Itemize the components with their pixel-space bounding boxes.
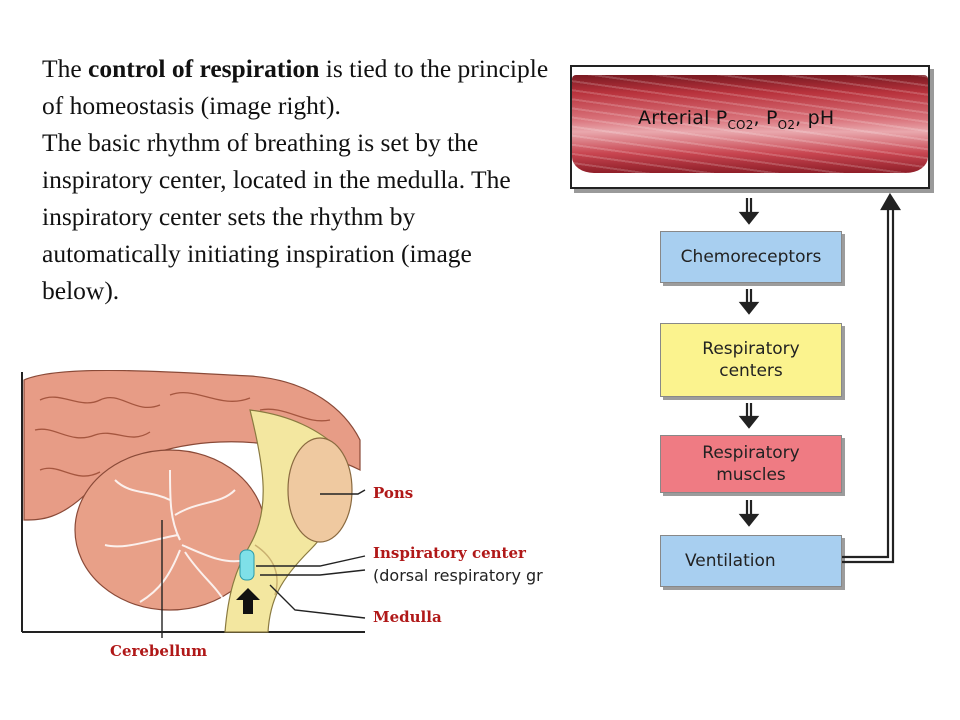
- down-arrow-icon: [738, 198, 760, 225]
- down-arrow-icon: [738, 289, 760, 315]
- intro-paragraph-1: The control of respiration is tied to th…: [42, 50, 552, 124]
- intro-suffix: is tied to the principle of homeostasis …: [42, 54, 549, 120]
- medulla-label: Medulla: [373, 608, 442, 626]
- pons-label: Pons: [373, 484, 414, 502]
- respiratory-centers-box: Respiratory centers: [660, 323, 842, 397]
- intro-bold-term: control of respiration: [88, 54, 320, 83]
- pons-shape: [287, 437, 353, 543]
- artery-band-image: [572, 75, 928, 173]
- respiratory-muscles-box: Respiratory muscles: [660, 435, 842, 493]
- homeostasis-flow-diagram: Arterial PCO2, PO2, pH Chemoreceptors Re…: [560, 55, 960, 615]
- chemoreceptors-box: Chemoreceptors: [660, 231, 842, 283]
- intro-text: The control of respiration is tied to th…: [42, 50, 552, 309]
- inspiratory-center-shape: [239, 549, 255, 581]
- up-arrow-icon: [236, 588, 260, 614]
- brain-illustration: [21, 370, 366, 638]
- arterial-blood-vessel: Arterial PCO2, PO2, pH: [570, 65, 930, 189]
- down-arrow-icon: [738, 500, 760, 527]
- down-arrow-icon: [738, 403, 760, 429]
- arterial-gases-label: Arterial PCO2, PO2, pH: [638, 107, 835, 132]
- intro-paragraph-2: The basic rhythm of breathing is set by …: [42, 128, 511, 305]
- flow-arrows: [738, 192, 902, 564]
- inspiratory-center-label: Inspiratory center: [373, 544, 526, 562]
- cerebellum-label: Cerebellum: [110, 642, 208, 660]
- brainstem-figure: Pons Inspiratory center (dorsal respirat…: [20, 370, 580, 670]
- dorsal-respiratory-group-label: (dorsal respiratory gr: [373, 566, 543, 585]
- ventilation-box: Ventilation: [660, 535, 842, 587]
- intro-prefix: The: [42, 54, 89, 83]
- feedback-arrow-icon: [842, 192, 902, 564]
